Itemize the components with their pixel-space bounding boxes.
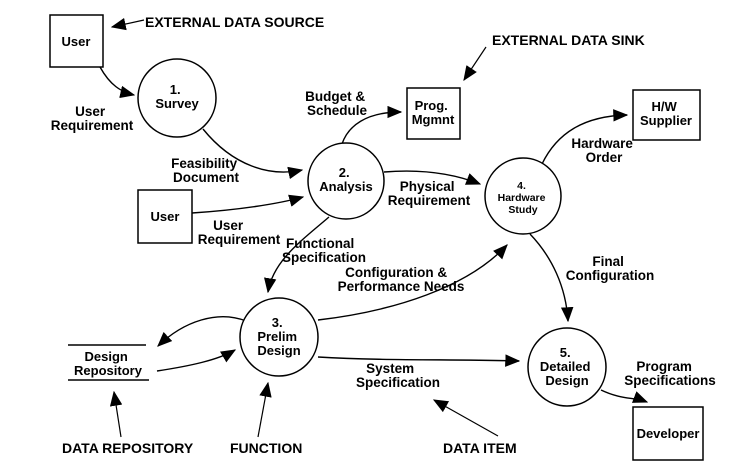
process-survey-circle [137, 58, 217, 138]
flow-analysis-to-prelim-design-arrow [264, 216, 330, 294]
prog-mgmnt-label: Prog. Mgmnt [412, 98, 455, 127]
flow-hardware-study-to-hw-supplier-arrow [541, 109, 629, 165]
flow-repository-to-prelim-arrow [156, 349, 237, 372]
flow-label-user-requirement-mid: User Requirement [198, 218, 281, 247]
nodes [49, 14, 704, 461]
flow-label-program-specifications: Program Specifications [624, 359, 716, 388]
process-survey-label: 1. Survey [155, 82, 199, 111]
external-data-source-label: EXTERNAL DATA SOURCE [145, 14, 324, 30]
flow-label-budget-schedule: Budget & Schedule [305, 89, 369, 118]
flow-label-configuration-performance-needs: Configuration & Performance Needs [338, 265, 465, 294]
flow-labels: User Requirement Feasibility Document Us… [51, 89, 716, 390]
flow-hardware-study-to-detailed-arrow [529, 233, 574, 323]
user-mid-label: User [151, 209, 180, 224]
external-data-source-pointer-arrow [110, 17, 145, 31]
process-prelim-design-label: 3. Prelim Design [257, 315, 300, 358]
flow-label-functional-specification: Functional Specification [282, 236, 366, 265]
data-item-pointer-arrow [432, 399, 499, 437]
data-repository-pointer-arrow [109, 390, 123, 438]
function-pointer-arrow [257, 381, 272, 438]
process-hardware-study-label: 4. Hardware Study [498, 180, 549, 216]
external-entity-user-mid [137, 189, 193, 244]
flow-label-feasibility-document: Feasibility Document [171, 156, 241, 185]
external-entity-prog-mgmnt [406, 87, 461, 140]
node-labels: User User Prog. Mgmnt H/W Supplier Devel… [62, 34, 700, 441]
process-analysis-circle [307, 142, 385, 220]
flow-label-system-specification: System Specification [356, 361, 440, 390]
flow-user-top-to-survey-arrow [99, 66, 136, 98]
process-hardware-study-circle [484, 157, 562, 235]
external-data-sink-label: EXTERNAL DATA SINK [492, 32, 645, 48]
user-top-label: User [62, 34, 91, 49]
data-item-label: DATA ITEM [443, 440, 517, 456]
flow-prelim-to-hardware-study-arrow [317, 244, 508, 321]
external-entity-developer [632, 406, 704, 461]
external-entity-user-top [49, 14, 104, 68]
flow-analysis-to-hardware-study-arrow [383, 170, 482, 185]
process-detailed-design-label: 5. Detailed Design [540, 345, 594, 388]
datastore-design-repository-label: Design Repository [74, 349, 143, 378]
external-entity-hw-supplier [632, 89, 701, 141]
legend-annotations: EXTERNAL DATA SOURCE EXTERNAL DATA SINK … [62, 14, 645, 456]
flow-prelim-to-repository-arrow [157, 316, 247, 347]
flow-label-user-requirement-top: User Requirement [51, 104, 134, 133]
flow-label-hardware-order: Hardware Order [571, 136, 636, 165]
process-detailed-design-circle [527, 327, 607, 407]
data-repository-label: DATA REPOSITORY [62, 440, 194, 456]
developer-label: Developer [637, 426, 700, 441]
flow-label-final-configuration: Final Configuration [566, 254, 654, 283]
process-analysis-label: 2. Analysis [319, 165, 372, 194]
flow-user-mid-to-analysis-arrow [191, 194, 305, 214]
external-data-sink-pointer-arrow [463, 46, 487, 82]
flow-survey-to-analysis-arrow [202, 128, 304, 180]
flow-prelim-to-detailed-arrow [317, 354, 521, 367]
flow-detailed-to-developer-arrow [600, 389, 649, 403]
hw-supplier-label: H/W Supplier [640, 99, 692, 128]
flow-arrows [99, 66, 649, 403]
function-label: FUNCTION [230, 440, 302, 456]
annotation-arrows [109, 17, 499, 438]
flow-label-physical-requirement: Physical Requirement [388, 179, 471, 208]
process-prelim-design-circle [239, 297, 319, 377]
flow-analysis-to-prog-mgmnt-arrow [341, 105, 403, 145]
